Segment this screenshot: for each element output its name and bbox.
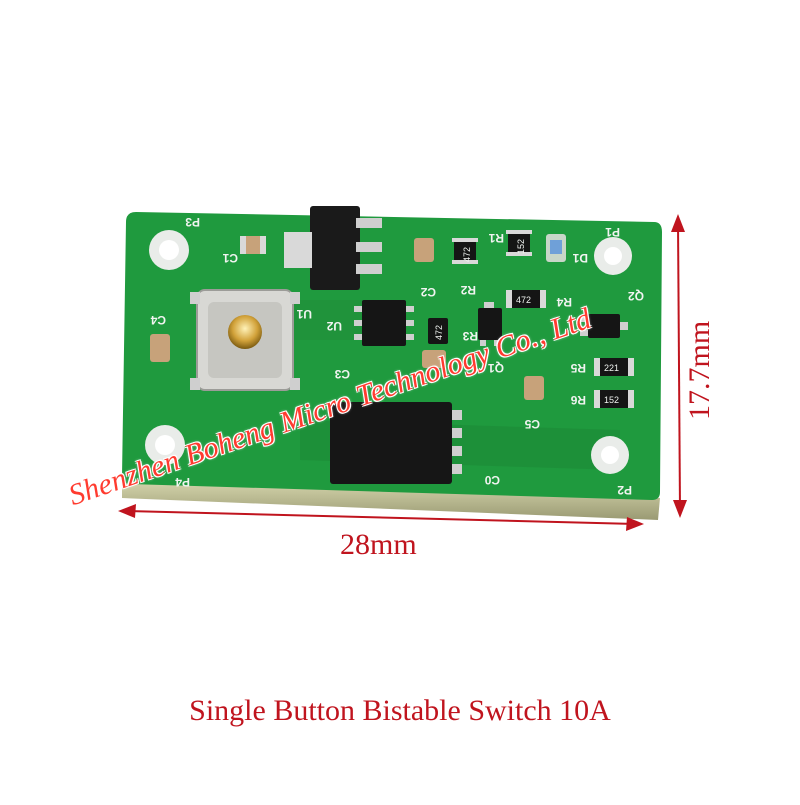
- silk-r4: R4: [556, 295, 572, 309]
- led-d1: [546, 234, 566, 262]
- power-mosfet-chip: [330, 402, 462, 484]
- silk-d1: D1: [572, 251, 588, 265]
- res-code-221: 221: [604, 363, 619, 373]
- silk-p4: P4: [175, 475, 190, 489]
- height-label: 17.7mm: [683, 320, 716, 420]
- silk-p1: P1: [605, 225, 620, 239]
- mounting-hole-p4: [145, 425, 185, 465]
- silk-c2: C2: [420, 285, 436, 299]
- product-caption: Single Button Bistable Switch 10A: [189, 694, 611, 727]
- height-dimension-arrow: [671, 214, 687, 518]
- voltage-regulator-chip: [284, 206, 382, 290]
- transistor-q2: [580, 314, 628, 338]
- res-code-152a: 152: [516, 239, 526, 254]
- silk-p2: P2: [617, 483, 632, 497]
- capacitor-c5: [524, 376, 544, 400]
- resistor-r3: [428, 318, 448, 344]
- res-code-472a: 472: [462, 247, 472, 262]
- silk-p3: P3: [185, 215, 200, 229]
- mounting-hole-p3: [149, 230, 189, 270]
- tactile-push-button: [190, 289, 300, 391]
- width-dimension-arrow: [118, 504, 644, 531]
- ic-u2: [354, 300, 414, 346]
- silk-u1: U1: [296, 307, 312, 321]
- silk-r3: R3: [462, 329, 478, 343]
- silk-u2: U2: [326, 319, 342, 333]
- silk-q1: Q1: [488, 361, 504, 375]
- resistor-r2: [506, 230, 532, 256]
- res-code-472b: 472: [434, 325, 444, 340]
- silk-c5: C5: [524, 417, 540, 431]
- resistor-r1: [452, 238, 478, 264]
- res-code-472c: 472: [516, 295, 531, 305]
- silk-r5: R5: [570, 361, 586, 375]
- capacitor-c2: [414, 238, 434, 262]
- silk-r1: R1: [488, 231, 504, 245]
- width-label: 28mm: [340, 528, 417, 561]
- res-code-152b: 152: [604, 395, 619, 405]
- resistor-r4: [506, 290, 546, 308]
- resistor-r6: [594, 390, 634, 408]
- resistor-r5: [594, 358, 634, 376]
- capacitor-c3: [422, 350, 446, 368]
- silk-c0: C0: [484, 473, 500, 487]
- capacitor-c4: [150, 334, 170, 362]
- silk-r2: R2: [460, 283, 476, 297]
- mounting-hole-p2: [591, 436, 629, 474]
- transistor-q1: [478, 302, 502, 346]
- mounting-hole-p1: [594, 237, 632, 275]
- capacitor-c1: [240, 236, 266, 254]
- silk-q2: Q2: [628, 289, 644, 303]
- silk-c4: C4: [150, 313, 166, 327]
- silk-c3: C3: [334, 367, 350, 381]
- silk-r6: R6: [570, 393, 586, 407]
- silk-c1: C1: [222, 251, 238, 265]
- pcb-edge: [122, 478, 660, 520]
